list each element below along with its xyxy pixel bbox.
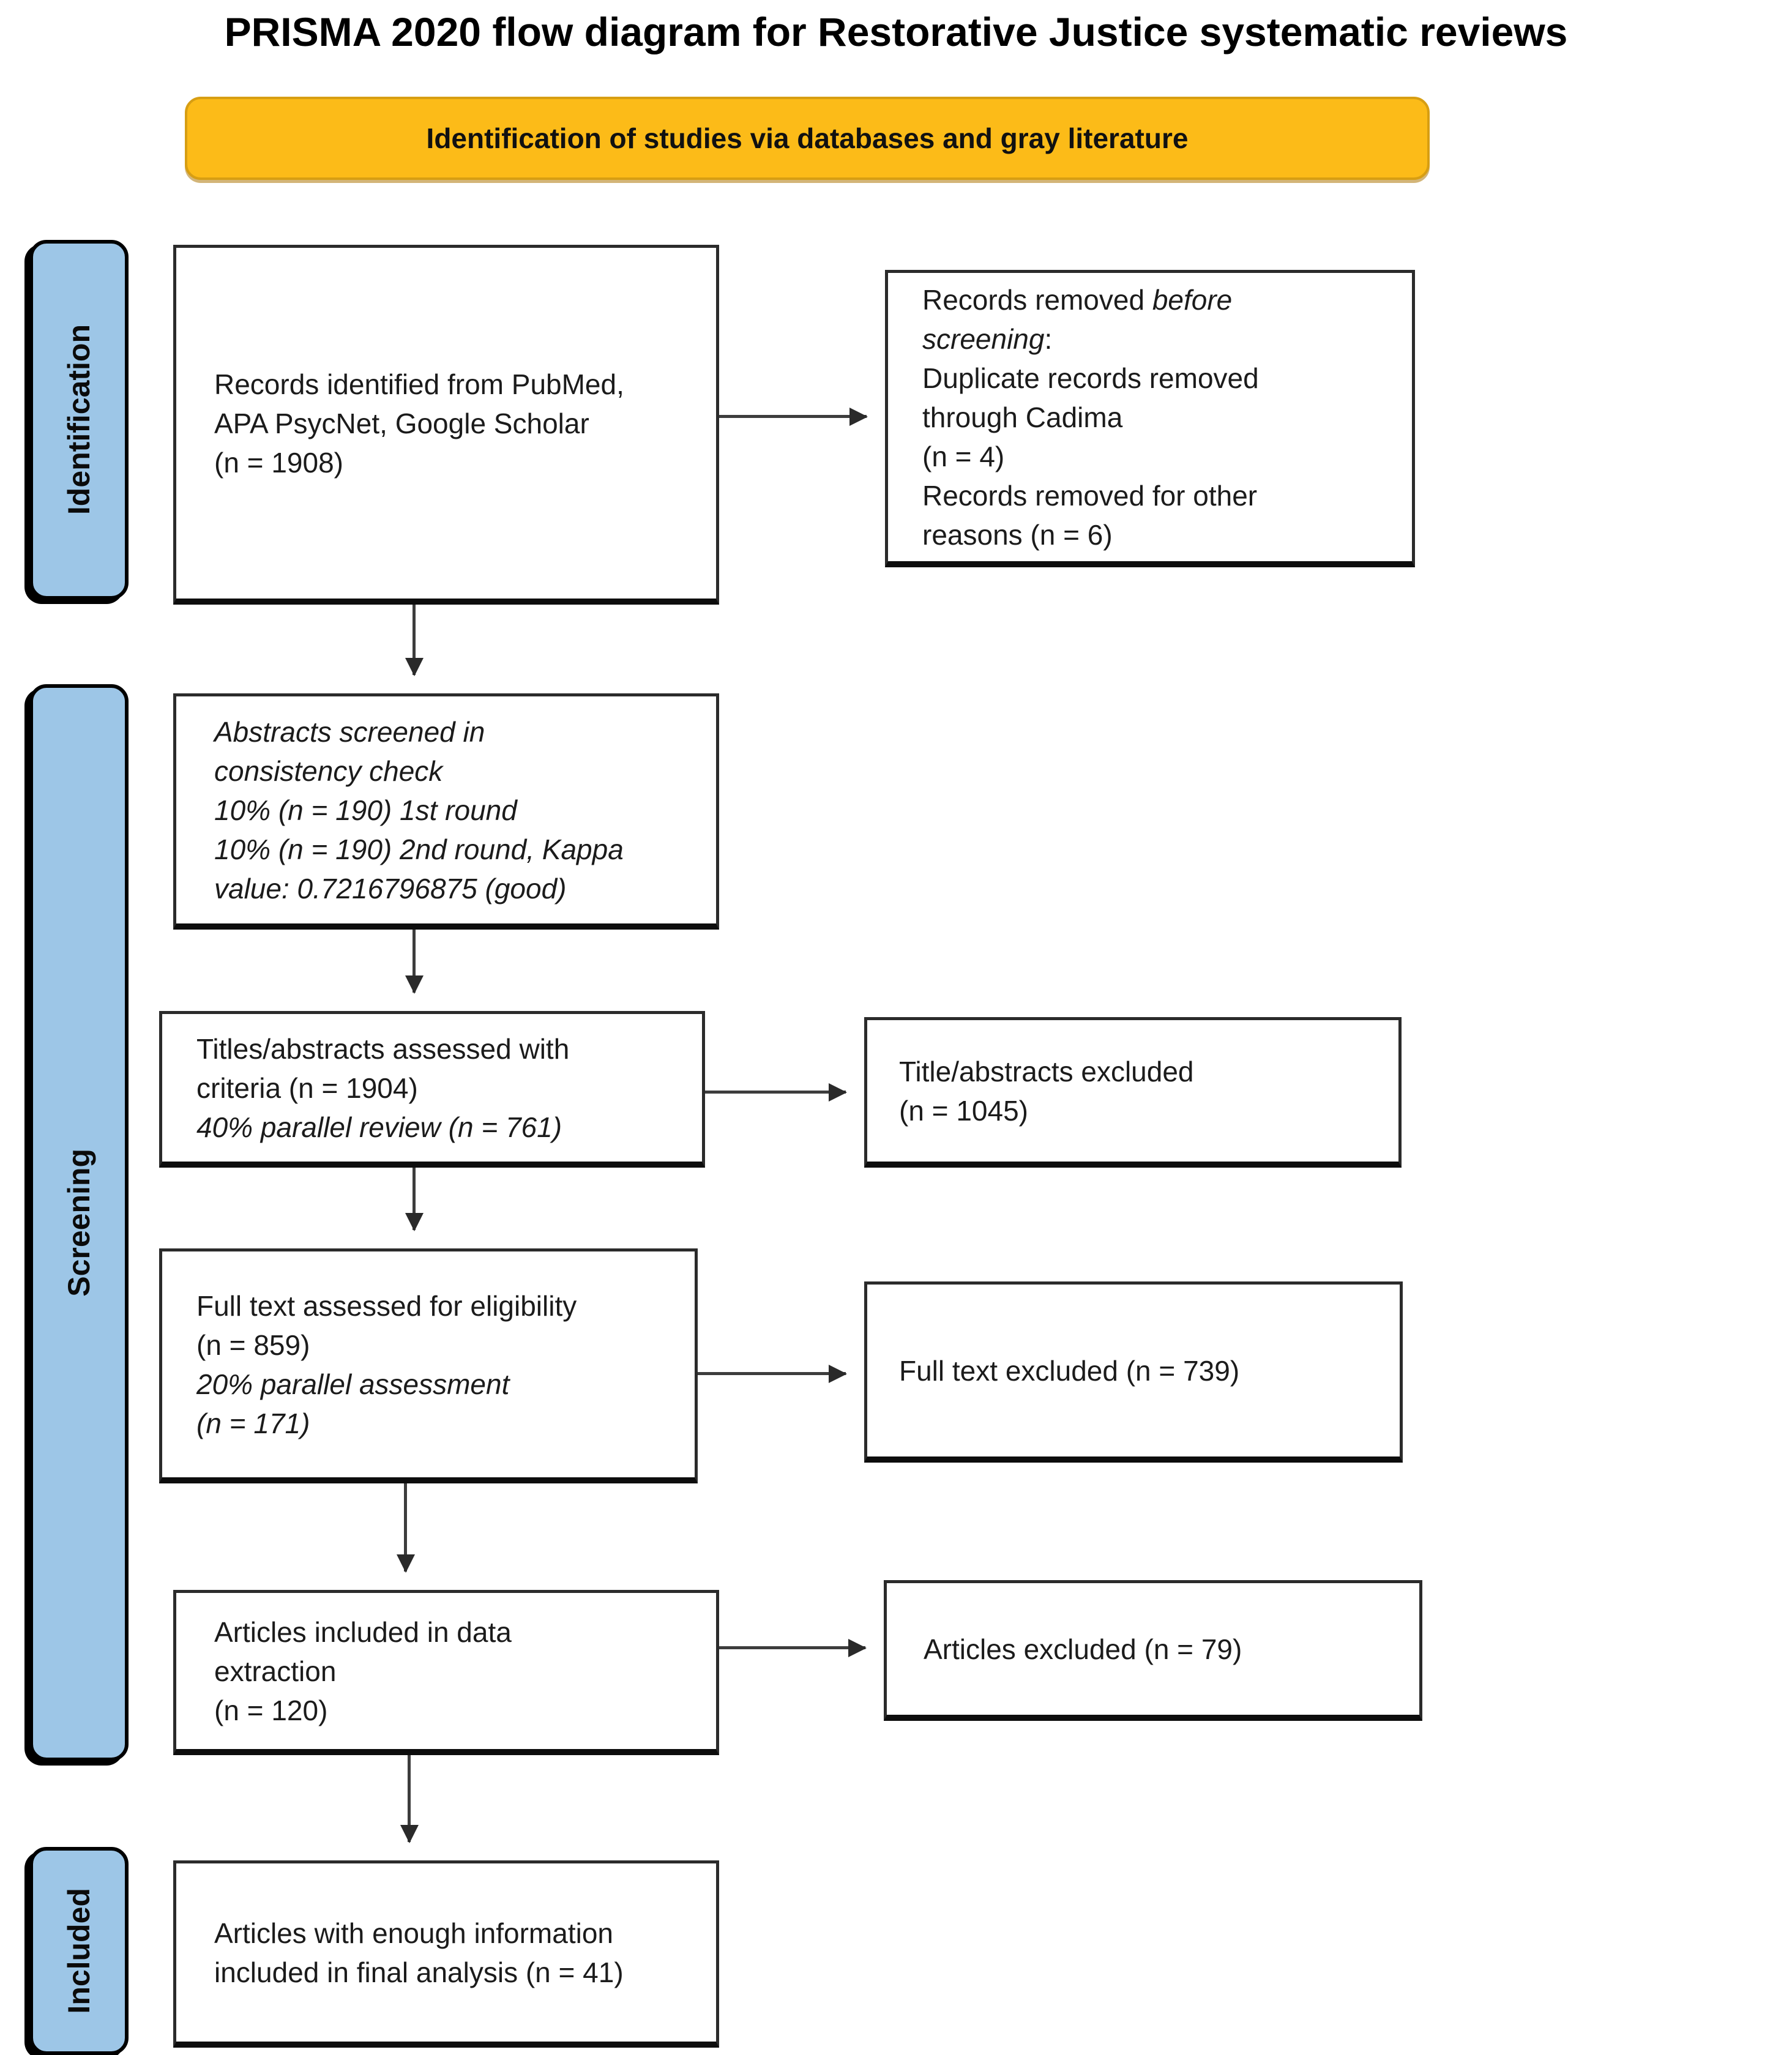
- box-titles-abstracts-assessed: Titles/abstracts assessed with criteria (…: [159, 1011, 705, 1168]
- box-final-analysis: Articles with enough information included…: [173, 1860, 719, 2048]
- arrow-titles-to-excluded: [705, 1083, 847, 1102]
- box-text-line: Titles/abstracts assessed with: [196, 1032, 570, 1065]
- arrow-articles-to-excluded: [719, 1638, 867, 1657]
- sidebar-included: Included: [29, 1847, 129, 2055]
- arrow-articles-to-final: [400, 1755, 419, 1843]
- box-text-line: value: 0.7216796875 (good): [214, 872, 567, 904]
- box-text-line: Abstracts screened in: [214, 715, 485, 748]
- arrowhead-down-icon: [405, 658, 424, 676]
- box-text-line: criteria (n = 1904): [196, 1072, 418, 1104]
- box-text-line: Articles included in data: [214, 1616, 512, 1648]
- arrow-records-to-removed: [719, 407, 868, 426]
- box-text-line: Title/abstracts excluded: [899, 1055, 1194, 1087]
- arrow-records-to-abstracts: [405, 605, 424, 676]
- arrow-abstracts-to-titles: [405, 930, 424, 994]
- box-text-line: Full text assessed for eligibility: [196, 1289, 577, 1322]
- box-text-line: through Cadima: [922, 401, 1123, 433]
- box-fulltext-excluded: Full text excluded (n = 739): [864, 1281, 1403, 1463]
- box-text-line: included in final analysis (n = 41): [214, 1956, 624, 1988]
- box-text-line: consistency check: [214, 755, 443, 787]
- box-text-line: extraction: [214, 1655, 337, 1687]
- arrowhead-right-icon: [848, 1638, 867, 1657]
- box-text-line: reasons (n = 6): [922, 518, 1113, 551]
- box-articles-included-data-extraction: Articles included in data extraction (n = …: [173, 1590, 719, 1755]
- box-text-line: Full text excluded (n = 739): [899, 1354, 1240, 1387]
- identification-banner: Identification of studies via databases …: [185, 97, 1430, 180]
- box-text-line: Articles excluded (n = 79): [924, 1633, 1242, 1665]
- box-text-line: 10% (n = 190) 2nd round, Kappa: [214, 833, 624, 865]
- box-text-line: Records removed for other: [922, 479, 1258, 512]
- box-text-line: (n = 1045): [899, 1094, 1028, 1127]
- box-text-line: Articles with enough information: [214, 1917, 613, 1949]
- box-text-line: APA PsycNet, Google Scholar: [214, 407, 589, 439]
- box-text-line: (n = 171): [196, 1407, 310, 1439]
- box-titles-abstracts-excluded: Title/abstracts excluded (n = 1045): [864, 1017, 1402, 1168]
- box-text-line: screening:: [922, 323, 1053, 355]
- box-fulltext-assessed: Full text assessed for eligibility (n = 8…: [159, 1248, 698, 1483]
- sidebar-identification-label: Identification: [62, 324, 96, 515]
- arrowhead-down-icon: [405, 975, 424, 994]
- box-records-identified: Records identified from PubMed, APA PsycN…: [173, 245, 719, 605]
- arrowhead-down-icon: [400, 1825, 419, 1843]
- sidebar-identification: Identification: [29, 240, 129, 600]
- box-text-line: Duplicate records removed: [922, 362, 1259, 394]
- box-text-line: (n = 120): [214, 1694, 328, 1726]
- box-text-line: 10% (n = 190) 1st round: [214, 794, 517, 826]
- box-abstracts-screened-consistency-check: Abstracts screened in consistency check 10…: [173, 693, 719, 930]
- arrowhead-down-icon: [405, 1213, 424, 1231]
- box-text-line: (n = 4): [922, 440, 1005, 472]
- sidebar-screening-label: Screening: [62, 1149, 96, 1297]
- box-text-line: Records identified from PubMed,: [214, 368, 624, 400]
- box-text-line: Records removed before: [922, 283, 1233, 316]
- page-title: PRISMA 2020 flow diagram for Restorative…: [224, 9, 1568, 54]
- box-text-line: 20% parallel assessment: [196, 1368, 510, 1400]
- box-articles-excluded: Articles excluded (n = 79): [884, 1580, 1422, 1721]
- box-text-line: (n = 1908): [214, 446, 343, 479]
- box-records-removed-before-screening: Records removed before screening: Duplicat…: [885, 270, 1415, 567]
- arrowhead-right-icon: [829, 1083, 847, 1102]
- box-text-line: (n = 859): [196, 1329, 310, 1361]
- box-text-line: 40% parallel review (n = 761): [196, 1111, 562, 1143]
- sidebar-included-label: Included: [62, 1888, 96, 2014]
- arrow-fulltext-to-articles: [396, 1483, 415, 1573]
- arrowhead-down-icon: [396, 1554, 415, 1573]
- sidebar-screening: Screening: [29, 684, 129, 1761]
- arrow-titles-to-fulltext: [405, 1168, 424, 1231]
- banner-label: Identification of studies via databases …: [426, 122, 1189, 154]
- arrowhead-right-icon: [829, 1364, 847, 1383]
- arrow-fulltext-to-excluded: [698, 1364, 847, 1383]
- arrowhead-right-icon: [849, 407, 868, 426]
